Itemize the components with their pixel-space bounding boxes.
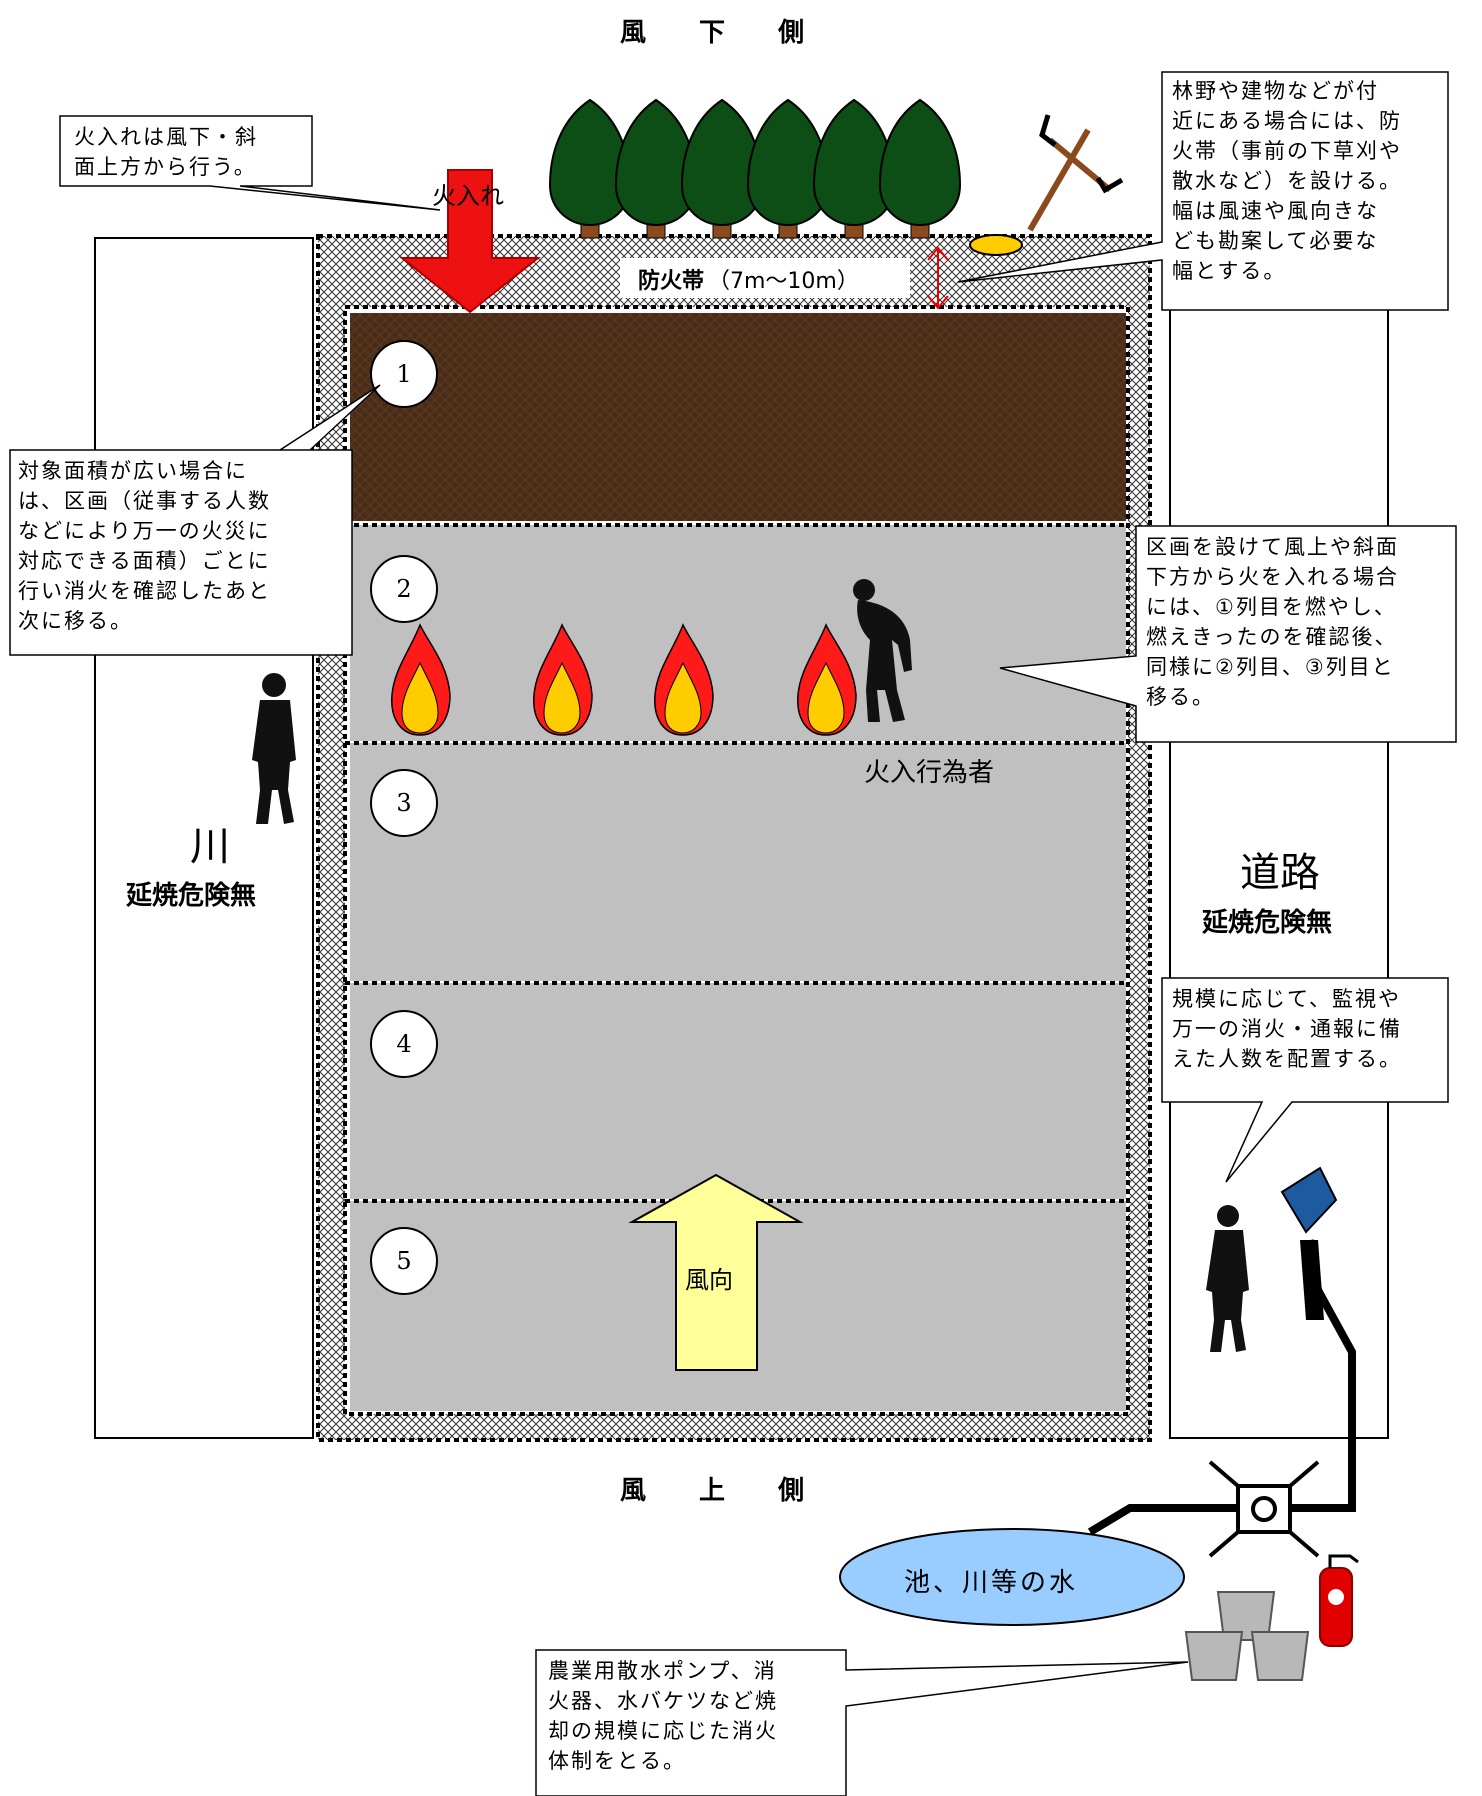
section-1 xyxy=(350,313,1126,521)
wind-label: 風向 xyxy=(685,1266,733,1294)
callout-firebreak: 林野や建物などが付 近にある場合には、防 火帯（事前の下草刈や 散水など）を設け… xyxy=(1172,79,1402,283)
hose-pump-system xyxy=(1087,1166,1356,1558)
callout-staffing: 規模に応じて、監視や 万一の消火・通報に備 えた人数を配置する。 xyxy=(1172,987,1402,1071)
road-note: 延焼危険無 xyxy=(1202,908,1333,938)
fire-entry-arrow xyxy=(399,169,541,314)
section-number-circles xyxy=(370,340,438,1295)
section-number-5: 5 xyxy=(396,1247,412,1275)
river-panel xyxy=(94,237,314,1439)
tree-row xyxy=(548,98,962,239)
firebreak-width-arrow xyxy=(927,246,949,310)
callout-sectioning: 対象面積が広い場合に は、区画（従事する人数 などにより万一の火災に 対応できる… xyxy=(18,459,271,633)
firebreak-label: 防火帯 xyxy=(638,269,705,294)
river-person-silhouette xyxy=(252,673,296,824)
section-number-4: 4 xyxy=(396,1030,412,1058)
section-number-3: 3 xyxy=(396,789,412,817)
section-number-2: 2 xyxy=(396,575,412,603)
road-panel xyxy=(1169,301,1389,1439)
callout-fire-direction: 火入れは風下・斜 面上方から行う。 xyxy=(74,125,258,179)
firebreak-width-label: （7m〜10m） xyxy=(708,269,859,294)
river-name: 川 xyxy=(190,824,230,870)
bucket-group xyxy=(1184,1591,1310,1681)
road-person-silhouette xyxy=(1206,1205,1249,1352)
section-2 xyxy=(350,525,1126,741)
callout-burn-order: 区画を設けて風上や斜面 下方から火を入れる場合 には、①列目を燃やし、 燃えきっ… xyxy=(1146,535,1399,709)
firebreak-label-bg xyxy=(620,258,910,298)
upwind-heading: 風 上 側 xyxy=(620,1476,827,1506)
river-note: 延焼危険無 xyxy=(126,881,257,911)
fire-extinguisher-icon xyxy=(1319,1554,1359,1647)
downwind-heading: 風 下 側 xyxy=(620,18,827,48)
rake-icon xyxy=(969,114,1124,256)
callout-shapes xyxy=(9,71,1457,1796)
road-name: 道路 xyxy=(1240,850,1320,896)
worker-label: 火入行為者 xyxy=(864,758,995,788)
section-3 xyxy=(350,743,1126,981)
water-label: 池、川等の水 xyxy=(904,1568,1079,1598)
worker-silhouette xyxy=(853,579,912,722)
section-4 xyxy=(350,983,1126,1199)
flames xyxy=(391,623,857,736)
callout-equipment: 農業用散水ポンプ、消 火器、水バケツなど焼 却の規模に応じた消火 体制をとる。 xyxy=(548,1659,778,1773)
wind-arrow xyxy=(628,1173,804,1371)
pond xyxy=(839,1528,1185,1626)
fire-entry-label: 火入れ xyxy=(432,182,504,210)
section-number-1: 1 xyxy=(396,360,412,388)
